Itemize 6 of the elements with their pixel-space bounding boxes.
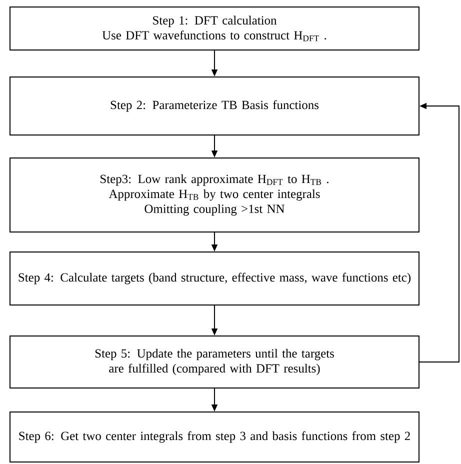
step-box: Step 2: Parameterize TB Basis functions: [10, 76, 420, 136]
step-box: Step 4: Calculate targets (band structure, effective mass, wave functions etc): [10, 252, 420, 306]
step-box: Step3: Low rank approximate H$_{DFT}$ to H$_{TB}$ . Approximate H$_{TB}$ by two center integrals Omitting coupling >1st NN: [10, 158, 420, 232]
step-box: Step 5: Update the parameters until the targets are fulfilled (compared with DFT results): [10, 336, 420, 388]
step-box: Step 1: DFT calculation Use DFT wavefunctions to construct H$_{DFT}$ .: [10, 6, 420, 50]
step-box: Step 6: Get two center integrals from step 3 and basis functions from step 2: [10, 412, 420, 462]
